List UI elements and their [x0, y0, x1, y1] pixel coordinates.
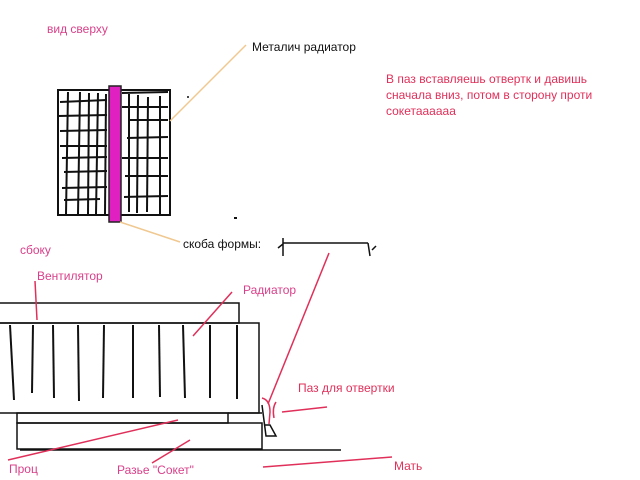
side-leaders — [7, 252, 393, 468]
side-view — [0, 302, 341, 451]
heatsink-label-top: Металич радиатор — [252, 40, 356, 54]
stray-dot — [187, 96, 189, 98]
side-view-title: сбоку — [20, 243, 51, 257]
socket-label: Разье "Сокет" — [117, 463, 194, 477]
slot-label: Паз для отвертки — [298, 381, 395, 395]
note-line: сокетаааааа — [386, 104, 456, 118]
fan-label: Вентилятор — [37, 269, 103, 283]
motherboard-label: Мать — [394, 459, 423, 473]
cpu — [16, 412, 229, 424]
cpu-label: Проц — [9, 462, 38, 476]
socket — [16, 422, 263, 450]
heatsink-label-side: Радиатор — [243, 283, 297, 297]
stray-dot — [234, 217, 237, 219]
top-view-title: вид сверху — [47, 22, 108, 36]
top-view-heatsink — [57, 89, 171, 216]
note-line: В паз вставляешь отвертк и давишь — [386, 72, 587, 86]
top-view-clip — [108, 85, 122, 223]
side-heatsink — [0, 322, 260, 414]
note-line: сначала вниз, потом в сторону проти — [386, 88, 593, 102]
leader-clip — [119, 221, 181, 243]
clip-label: скоба формы: — [183, 237, 262, 251]
clip-shape — [277, 238, 377, 257]
leader-heatsink — [169, 44, 247, 122]
